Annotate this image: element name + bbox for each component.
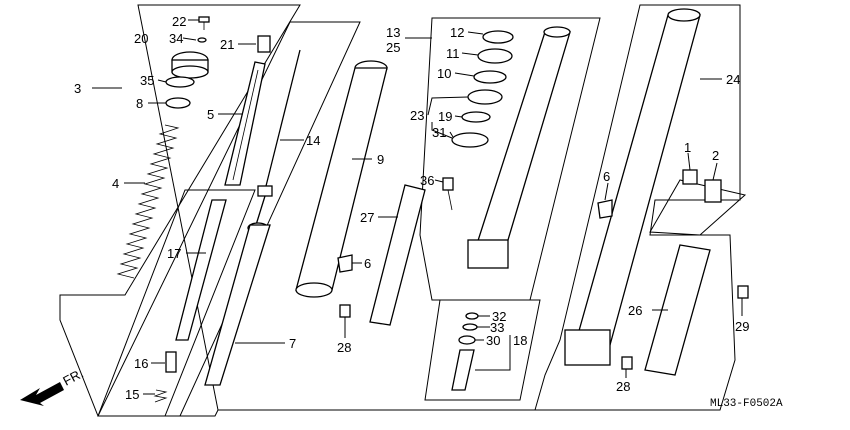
callout-5: 5 bbox=[207, 107, 214, 122]
part-11-seal bbox=[477, 48, 513, 64]
part-29-bolt bbox=[737, 285, 749, 299]
callout-14: 14 bbox=[306, 133, 320, 148]
outline-group-18 bbox=[424, 299, 541, 401]
part-22-bolt bbox=[198, 16, 210, 23]
callout-3: 3 bbox=[74, 81, 81, 96]
outline-group-17 bbox=[97, 189, 256, 417]
callout-34: 34 bbox=[169, 31, 183, 46]
part-35-oring bbox=[165, 76, 195, 88]
callout-16: 16 bbox=[134, 356, 148, 371]
part-5-sleeve bbox=[224, 61, 266, 186]
part-16-piston bbox=[165, 351, 177, 373]
callouts: 22 20 34 3 35 8 4 21 5 14 17 7 16 15 9 6… bbox=[74, 14, 749, 402]
callout-19: 19 bbox=[438, 109, 452, 124]
callout-28a: 28 bbox=[337, 340, 351, 355]
part-32-washer bbox=[465, 312, 479, 320]
outline-group-3 bbox=[59, 4, 301, 417]
callout-30: 30 bbox=[486, 333, 500, 348]
callout-29: 29 bbox=[735, 319, 749, 334]
callout-20: 20 bbox=[134, 31, 148, 46]
part-15-spring bbox=[153, 389, 168, 403]
part-19-clip bbox=[461, 111, 491, 123]
part-4-spring bbox=[116, 124, 180, 279]
callout-28b: 28 bbox=[616, 379, 630, 394]
callout-13: 13 bbox=[386, 25, 400, 40]
callout-7: 7 bbox=[289, 336, 296, 351]
outline-group-24 bbox=[534, 4, 741, 411]
outline-group-7 bbox=[97, 21, 361, 417]
front-direction-arrow: FR. bbox=[20, 366, 86, 406]
part-10-seal bbox=[473, 70, 507, 84]
callout-17: 17 bbox=[167, 246, 181, 261]
callout-12: 12 bbox=[450, 25, 464, 40]
part-8-spacer bbox=[165, 97, 191, 109]
callout-6a: 6 bbox=[364, 256, 371, 271]
part-26-guard bbox=[644, 244, 711, 376]
callout-10: 10 bbox=[437, 66, 451, 81]
callout-24: 24 bbox=[726, 72, 740, 87]
part-30-washer bbox=[458, 335, 476, 345]
callout-2: 2 bbox=[712, 148, 719, 163]
direction-label: FR. bbox=[60, 366, 86, 389]
part-31-seal bbox=[451, 132, 489, 148]
parts-left bbox=[116, 16, 301, 403]
part-21-cap bbox=[257, 35, 271, 53]
callout-1: 1 bbox=[684, 140, 691, 155]
part-7-tube bbox=[204, 224, 271, 386]
part-28a-bolt bbox=[339, 304, 351, 318]
part-33-washer bbox=[462, 323, 478, 331]
group-outlines bbox=[59, 4, 747, 417]
part-13-slider bbox=[474, 31, 571, 251]
part-23-seal bbox=[467, 89, 503, 105]
callout-15: 15 bbox=[125, 387, 139, 402]
callout-25: 25 bbox=[386, 40, 400, 55]
outline-group-1-2 bbox=[649, 179, 747, 236]
part-2-clamp bbox=[704, 179, 722, 203]
callout-8: 8 bbox=[136, 96, 143, 111]
parts-middle bbox=[295, 26, 571, 391]
arrow-icon bbox=[20, 382, 64, 406]
callout-18: 18 bbox=[513, 333, 527, 348]
callout-27: 27 bbox=[360, 210, 374, 225]
callout-4: 4 bbox=[112, 176, 119, 191]
part-6b-guide bbox=[597, 199, 613, 219]
part-12-seal bbox=[482, 30, 514, 44]
callout-23: 23 bbox=[410, 108, 424, 123]
part-14-rod bbox=[264, 49, 301, 191]
part-6a-guide bbox=[337, 254, 353, 273]
leader-lines bbox=[92, 19, 743, 395]
callout-31: 31 bbox=[432, 125, 446, 140]
part-1-clamp bbox=[682, 169, 698, 185]
part-36-bolt bbox=[442, 177, 454, 191]
callout-9: 9 bbox=[377, 152, 384, 167]
parts-right bbox=[564, 8, 749, 376]
callout-26: 26 bbox=[628, 303, 642, 318]
part-17-tube bbox=[175, 199, 227, 341]
part-28b-bolt bbox=[621, 356, 633, 370]
part-34-oring bbox=[197, 37, 207, 43]
part-27-guard bbox=[369, 184, 426, 326]
diagram-code: ML33-F0502A bbox=[710, 398, 783, 410]
callout-32: 32 bbox=[492, 309, 506, 324]
callout-33: 33 bbox=[490, 320, 504, 335]
callout-35: 35 bbox=[140, 73, 154, 88]
callout-11: 11 bbox=[446, 46, 460, 61]
part-18-adjuster bbox=[451, 349, 475, 391]
callout-6b: 6 bbox=[603, 169, 610, 184]
callout-21: 21 bbox=[220, 37, 234, 52]
callout-22: 22 bbox=[172, 14, 186, 29]
callout-36: 36 bbox=[420, 173, 434, 188]
